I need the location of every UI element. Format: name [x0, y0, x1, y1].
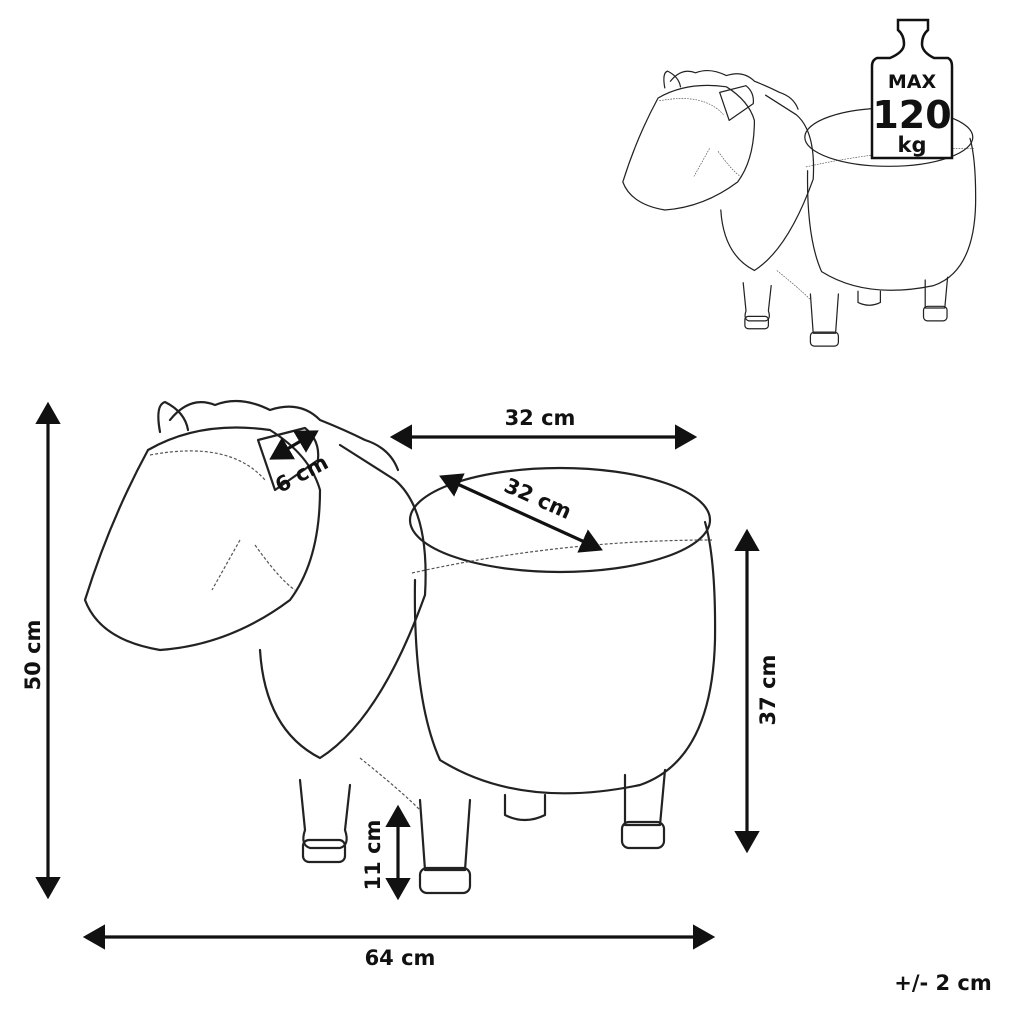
height-label: 50 cm: [21, 620, 45, 691]
seat-width-arrow: [439, 473, 603, 553]
weight-icon: [870, 18, 954, 160]
max-label: MAX: [888, 71, 937, 93]
seat-width-label: 32 cm: [501, 473, 576, 524]
main-stool-drawing: [83, 399, 717, 895]
max-weight-value: 120: [872, 93, 951, 137]
max-weight-badge: MAX 120 kg: [870, 18, 954, 160]
tolerance-note: +/- 2 cm: [894, 971, 992, 995]
seat-length-label: 32 cm: [505, 406, 576, 430]
body-height-label: 37 cm: [756, 655, 780, 726]
leg-height-label: 11 cm: [361, 820, 385, 891]
length-label: 64 cm: [365, 946, 436, 970]
ear-arrow: [269, 430, 319, 460]
max-weight-unit: kg: [898, 133, 927, 157]
